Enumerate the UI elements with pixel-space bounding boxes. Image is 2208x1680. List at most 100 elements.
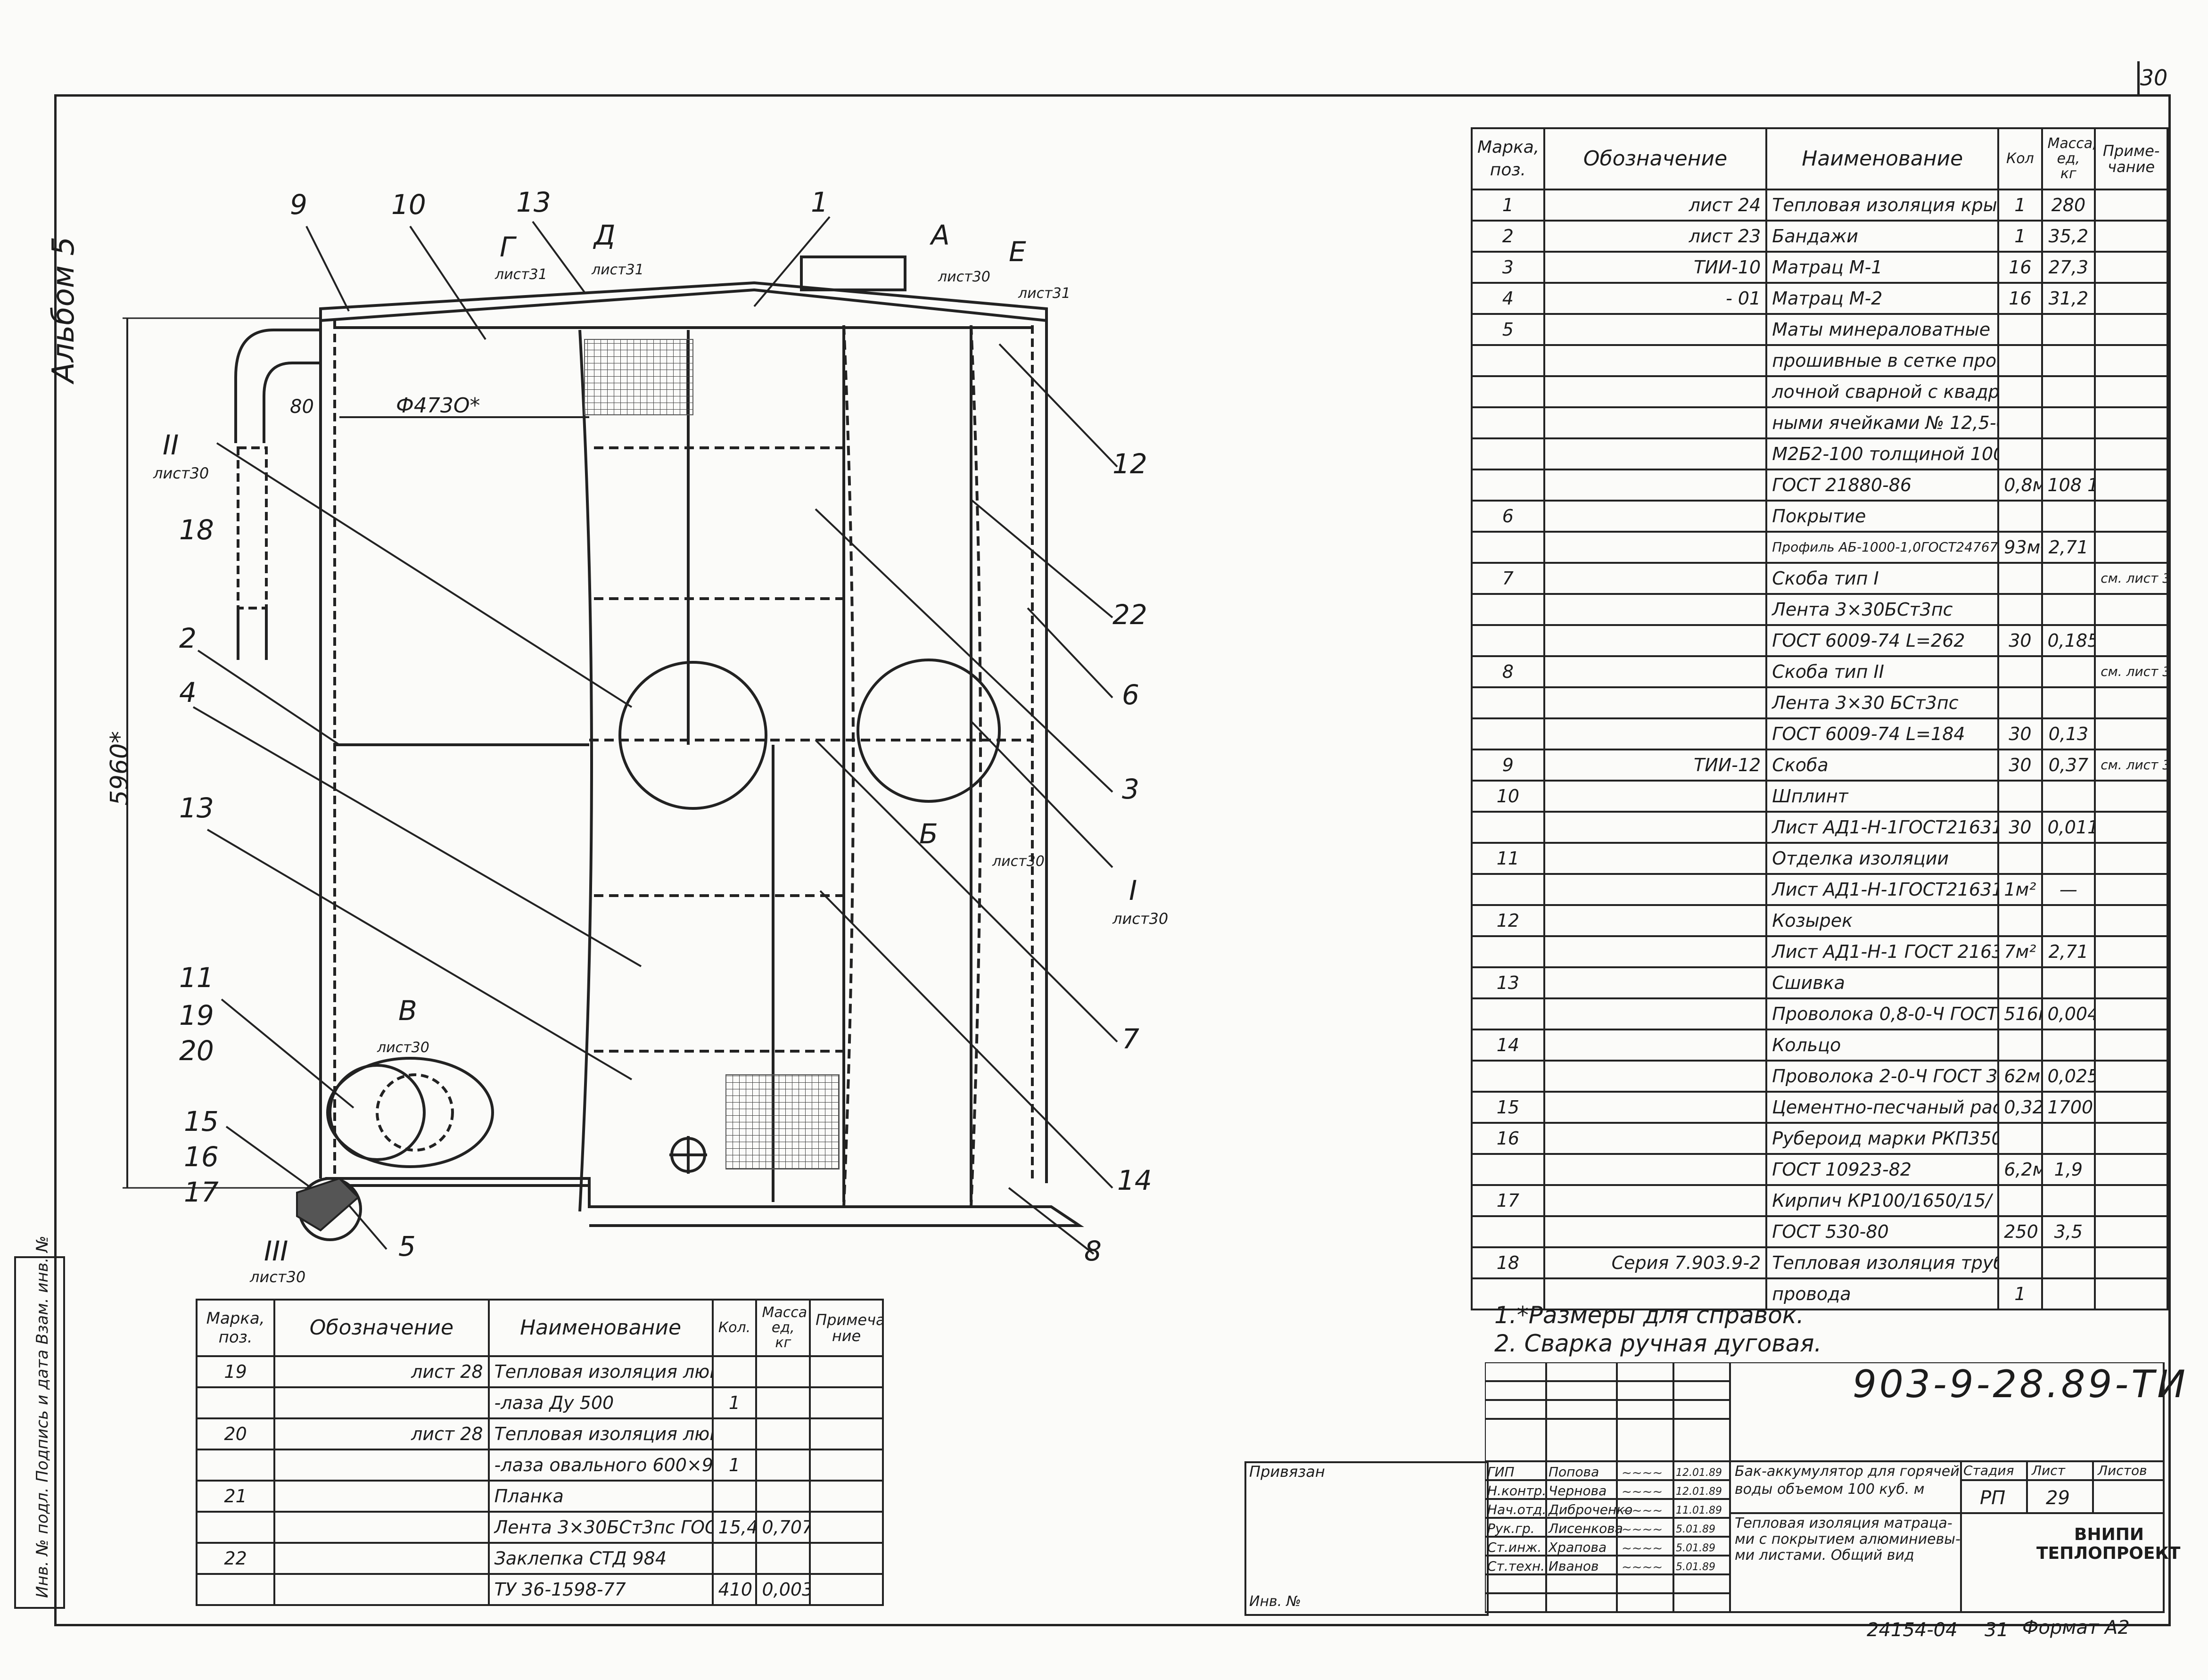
org-name-1: ВНИПИ	[2074, 1525, 2144, 1544]
table-cell: 35,2	[2041, 220, 2096, 253]
header-designation: Обозначение	[1543, 127, 1768, 190]
note-2: 2. Сварка ручная дуговая.	[1494, 1330, 1822, 1357]
table-cell: Лента 3×30БСт3пс ГОСТ 6009-74	[487, 1511, 714, 1544]
table-cell	[2094, 313, 2168, 346]
table-cell: 7м²	[1997, 935, 2043, 968]
table-cell	[1997, 686, 2043, 719]
table-cell	[1543, 842, 1768, 875]
table-cell	[2041, 966, 2096, 999]
table-cell	[2094, 344, 2168, 377]
table-cell	[1471, 593, 1545, 626]
table-cell: Отделка изоляции	[1765, 842, 2000, 875]
table-cell: 22	[195, 1542, 276, 1575]
table-cell: -лаза овального 600×900	[487, 1449, 714, 1482]
table-cell: 0,707	[755, 1511, 811, 1544]
table-cell	[273, 1386, 490, 1419]
table-cell: ГОСТ 21880-86	[1765, 469, 2000, 502]
table-row: Лента 3×30 БСт3пс	[1471, 686, 2168, 719]
small-header-mass: Масса ед, кг	[755, 1299, 811, 1357]
name-2: Чернова	[1549, 1483, 1607, 1499]
callout-7: 7	[1122, 1023, 1139, 1055]
table-cell: Скоба тип II	[1765, 655, 2000, 688]
table-cell: 14	[1471, 1029, 1545, 1062]
callout-13-left: 13	[179, 792, 214, 824]
table-cell	[273, 1449, 490, 1482]
table-cell	[809, 1386, 884, 1419]
section-mark-G: Г	[500, 231, 515, 263]
table-cell	[1543, 1060, 1768, 1093]
small-header-designation: Обозначение	[273, 1299, 490, 1357]
table-row: ГОСТ 10923-826,2м²1,9	[1471, 1153, 2168, 1186]
table-cell	[1543, 1215, 1768, 1248]
callout-5: 5	[398, 1230, 416, 1262]
callout-13-top: 13	[516, 186, 551, 218]
table-row: Проволока 0,8-0-Ч ГОСТ 3282-74516м0,004	[1471, 997, 2168, 1030]
table-cell: 18	[1471, 1246, 1545, 1279]
pipe	[234, 329, 321, 443]
table-cell: ТУ 36-1598-77	[487, 1573, 714, 1606]
table-cell: Тепловая изоляция трубо-	[1765, 1246, 2000, 1279]
table-cell	[195, 1511, 276, 1544]
table-cell: Лента 3×30 БСт3пс	[1765, 686, 2000, 719]
table-cell: лист 24	[1543, 189, 1768, 222]
name-3: Диброченко	[1549, 1502, 1633, 1517]
table-cell: 1	[1997, 189, 2043, 222]
table-cell: 30	[1997, 624, 2043, 657]
table-cell	[1471, 997, 1545, 1030]
table-cell: ГОСТ 10923-82	[1765, 1153, 2000, 1186]
height-dimension: 5960*	[106, 731, 134, 806]
table-cell	[1471, 935, 1545, 968]
table-cell	[809, 1449, 884, 1482]
table-cell	[1543, 997, 1768, 1030]
mesh-top	[584, 339, 693, 415]
archive-number: 24154-04	[1867, 1619, 1958, 1641]
table-cell: Тепловая изоляция люка-	[487, 1355, 714, 1388]
table-cell: 0,025	[2041, 1060, 2096, 1093]
table-cell	[273, 1480, 490, 1513]
table-cell: 15	[1471, 1091, 1545, 1124]
table-cell: 8	[1471, 655, 1545, 688]
date-1: 12.01.89	[1676, 1467, 1722, 1479]
table-cell: 19	[195, 1355, 276, 1388]
pipe-insulation	[237, 446, 268, 609]
table-cell: Покрытие	[1765, 500, 2000, 533]
table-cell	[2041, 1277, 2096, 1310]
table-cell	[1997, 344, 2043, 377]
table-cell	[1471, 873, 1545, 906]
table-cell	[1997, 593, 2043, 626]
table-cell: 0,8м³ 0,7м³	[1997, 469, 2043, 502]
table-cell	[1471, 811, 1545, 844]
section-mark-B: Б	[919, 818, 938, 850]
table-cell	[1543, 313, 1768, 346]
table-cell	[1997, 375, 2043, 408]
table-cell	[2041, 344, 2096, 377]
table-cell: ТИИ-12	[1543, 749, 1768, 782]
table-cell	[2041, 655, 2096, 688]
table-cell	[1471, 717, 1545, 750]
table-cell: см. лист 31	[2094, 749, 2168, 782]
table-cell: Лента 3×30БСт3пс	[1765, 593, 2000, 626]
table-cell	[2094, 1215, 2168, 1248]
title-block-grid	[1485, 1362, 2165, 1613]
table-cell	[2041, 686, 2096, 719]
table-cell: Матрац М-1	[1765, 251, 2000, 284]
table-cell: ГОСТ 530-80	[1765, 1215, 2000, 1248]
sheets-label: Листов	[2098, 1463, 2147, 1478]
diameter-dimension: Ф473О*	[396, 394, 480, 418]
table-cell: Серия 7.903.9-2	[1543, 1246, 1768, 1279]
side-stamp-frame	[14, 1256, 65, 1609]
callout-3: 3	[1122, 773, 1139, 805]
table-cell	[1471, 1215, 1545, 1248]
table-cell	[2094, 997, 2168, 1030]
table-cell: Скоба тип I	[1765, 562, 2000, 595]
